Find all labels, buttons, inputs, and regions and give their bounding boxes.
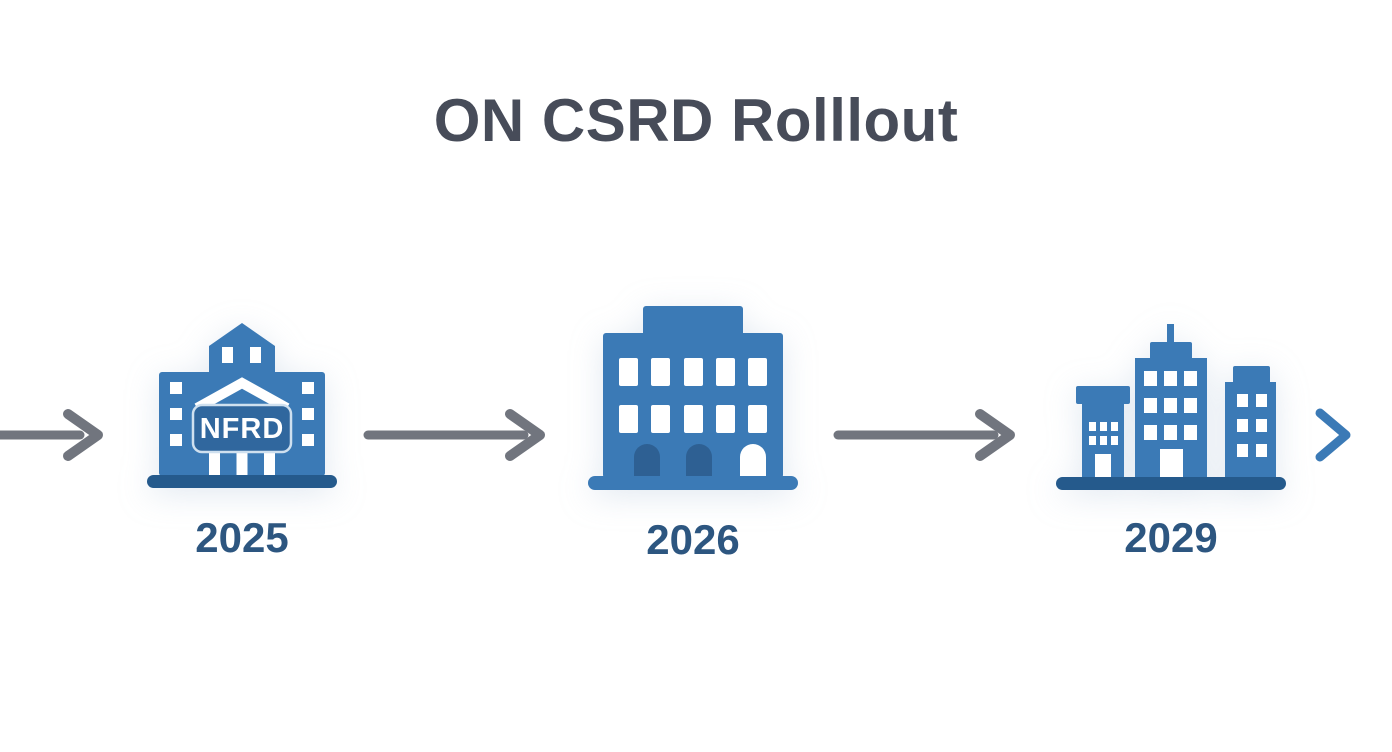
continuation-chevron-icon [1310, 405, 1358, 470]
city-skyline-icon [1056, 318, 1286, 495]
year-label-2025: 2025 [195, 514, 289, 561]
nfrd-plaque-label: NFRD [200, 413, 285, 445]
office-building-icon [588, 306, 798, 495]
year-label-2029: 2029 [1124, 514, 1218, 561]
milestone-2026: 2026 [588, 306, 798, 561]
year-label-2026: 2026 [646, 516, 740, 563]
page-title: ON CSRD Rolllout [433, 87, 959, 154]
milestone-2025: NFRD 2025 [147, 320, 337, 559]
timeline-arrow-icon [832, 405, 1032, 470]
timeline-arrow-icon [362, 405, 562, 470]
nfrd-institution-building-icon: NFRD [147, 320, 337, 495]
milestone-2029: 2029 [1056, 318, 1286, 559]
incoming-arrow-icon [0, 405, 110, 470]
